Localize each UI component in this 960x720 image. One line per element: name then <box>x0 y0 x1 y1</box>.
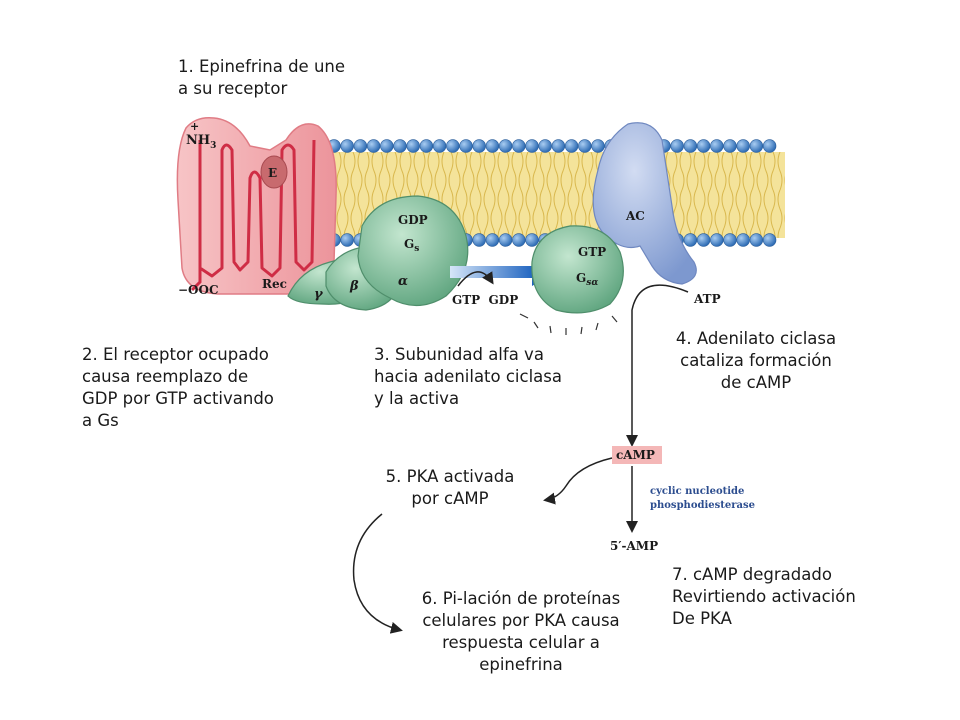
lipid-head <box>472 233 486 247</box>
lipid-head <box>498 139 513 153</box>
lipid-head <box>762 139 777 153</box>
gtp-label: GTP <box>578 245 606 259</box>
lipid-head <box>696 233 711 247</box>
gamma-label: γ <box>314 287 324 302</box>
lipid-head <box>485 139 500 153</box>
lipid-head <box>512 139 526 153</box>
gdp-label: GDP <box>398 213 428 227</box>
activation-rays <box>519 313 618 335</box>
caption-step-7: 7. cAMP degradado Revirtiendo activación… <box>672 565 856 628</box>
lipid-head <box>380 139 394 153</box>
g-protein-trimer <box>287 195 469 311</box>
lipid-head <box>340 233 354 247</box>
lipid-head <box>551 139 566 153</box>
gs-label: Gs <box>404 237 419 254</box>
camp-box <box>612 446 662 464</box>
lipid-head <box>723 139 737 153</box>
lipid-head <box>578 139 592 153</box>
lipid-head <box>762 233 777 247</box>
lipid-head <box>749 139 764 153</box>
lipid-head <box>472 139 486 153</box>
receptor-helices <box>198 139 316 278</box>
activated-g-alpha <box>531 225 624 314</box>
lipid-head <box>723 233 737 247</box>
lipid-head <box>393 139 407 153</box>
enzyme-label-line2: phosphodiesterase <box>650 500 755 511</box>
lipid-head <box>683 233 698 247</box>
caption-step-5: 5. PKA activada por cAMP <box>385 467 515 508</box>
lipid-head <box>353 139 368 153</box>
lipid-head <box>512 233 526 247</box>
lipid-head <box>736 139 750 153</box>
pka-to-response-arrow <box>352 513 403 634</box>
alpha-label: α <box>398 274 408 289</box>
lipid-head <box>419 139 434 153</box>
five-amp-label: 5′-AMP <box>610 539 658 553</box>
atp-to-camp-arrow <box>626 284 689 447</box>
lipid-head <box>710 139 724 153</box>
caption-step-3: 3. Subunidad alfa va hacia adenilato cic… <box>374 345 562 408</box>
epinephrine-label: E <box>268 166 277 180</box>
lipid-head <box>696 139 711 153</box>
lipid-head <box>736 233 750 247</box>
caption-step-2: 2. El receptor ocupado causa reemplazo d… <box>82 345 274 430</box>
lipid-head <box>366 139 381 153</box>
nh3-label: NH3 <box>186 133 216 151</box>
lipid-head <box>406 139 420 153</box>
caption-step-6: 6. Pi-lación de proteínas celulares por … <box>421 589 621 674</box>
lipid-head <box>683 139 698 153</box>
gsa-label: Gsα <box>576 271 598 288</box>
lipid-head <box>446 139 460 153</box>
enzyme-label-line1: cyclic nucleotide <box>650 486 744 497</box>
receptor <box>176 116 337 295</box>
camp-to-pka-arrow <box>543 457 613 505</box>
lipid-head <box>525 139 539 153</box>
lipid-head <box>525 233 539 247</box>
gtp-gdp-exchange-arrow <box>457 271 494 287</box>
lipid-head <box>564 139 579 153</box>
alpha-subunit-gs <box>357 195 469 307</box>
lipid-head <box>498 233 513 247</box>
ooc-label: −OOC <box>178 283 219 297</box>
beta-label: β <box>349 279 359 294</box>
lipid-heads-top <box>327 139 777 153</box>
lipid-head <box>538 139 552 153</box>
lipid-head <box>749 233 764 247</box>
epinephrine-ligand <box>260 155 288 189</box>
lipid-head <box>670 139 684 153</box>
ac-label: AC <box>625 209 645 223</box>
lipid-head <box>340 139 354 153</box>
rec-label: Rec <box>262 277 287 291</box>
lipid-head <box>459 139 473 153</box>
plus-charge: + <box>190 120 199 133</box>
lipid-head <box>591 139 605 153</box>
camp-label: cAMP <box>616 448 655 462</box>
caption-step-4: 4. Adenilato ciclasa cataliza formación … <box>675 329 837 392</box>
atp-label: ATP <box>693 292 721 306</box>
caption-step-1: 1. Epinefrina de une a su receptor <box>178 57 346 98</box>
lipid-head <box>710 233 724 247</box>
lipid-head <box>485 233 500 247</box>
gtp-gdp-label: GTP GDP <box>452 293 518 307</box>
lipid-head <box>432 139 447 153</box>
